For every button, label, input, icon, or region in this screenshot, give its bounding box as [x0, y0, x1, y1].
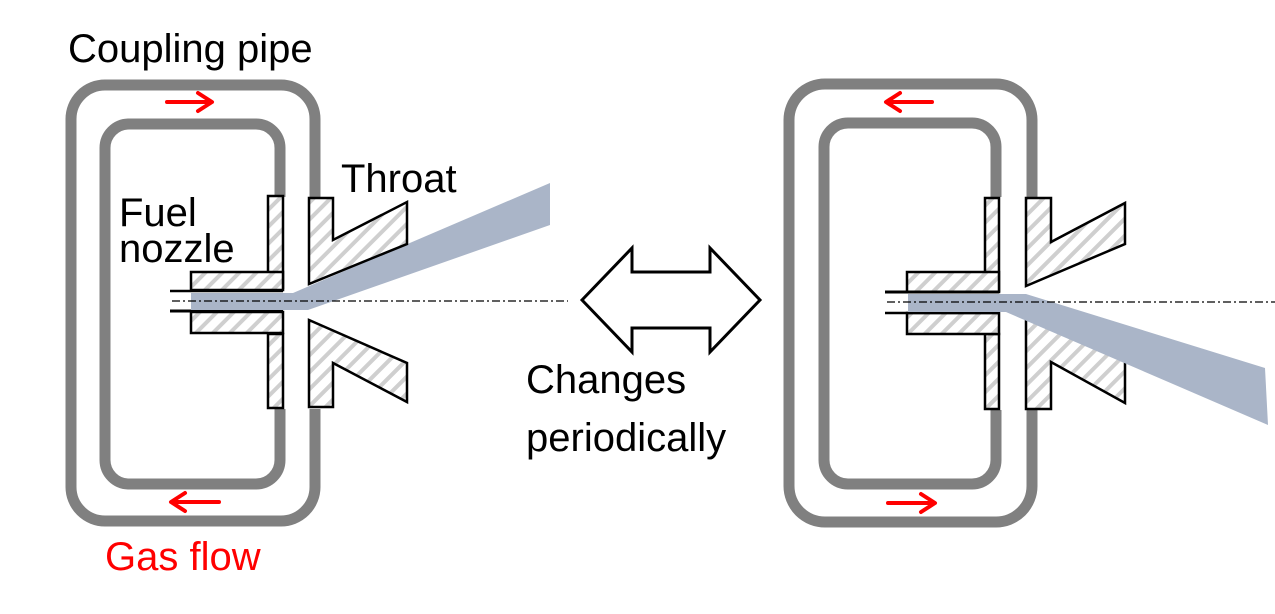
fuel-nozzle-label-line1: Fuel — [119, 191, 197, 235]
coupling-pipe-label: Coupling pipe — [68, 27, 313, 71]
transition: Changes periodically — [526, 244, 763, 460]
right-state — [783, 78, 1275, 528]
nozzle-plate-lower-right — [983, 332, 1001, 411]
flow-arrow-right-icon — [165, 91, 214, 113]
nozzle-tube-lower-right — [905, 311, 1001, 336]
flow-arrow-left-icon — [169, 491, 221, 513]
fuel-jet-down — [908, 294, 1268, 425]
throat-upper — [307, 196, 409, 286]
gas-flow-label: Gas flow — [105, 535, 261, 579]
throat-upper-right — [1024, 196, 1127, 288]
flow-arrow-right-bottom-icon — [886, 492, 937, 514]
nozzle-tube-lower — [189, 310, 285, 335]
changes-label-line1: Changes — [526, 358, 686, 402]
left-state: Coupling pipe Throat Fuel nozzle Gas flo… — [65, 27, 568, 579]
nozzle-plate-lower — [266, 332, 285, 410]
flow-arrow-left-top-icon — [884, 91, 934, 113]
throat-label: Throat — [341, 157, 457, 201]
double-arrow-icon — [579, 244, 763, 356]
changes-label-line2: periodically — [526, 416, 726, 460]
fuel-nozzle-label-line2: nozzle — [119, 227, 235, 271]
throat-lower — [307, 318, 409, 409]
fuel-jet-up — [191, 183, 550, 310]
nozzle-tube-upper — [189, 270, 285, 292]
nozzle-tube-upper-right — [905, 270, 1001, 294]
